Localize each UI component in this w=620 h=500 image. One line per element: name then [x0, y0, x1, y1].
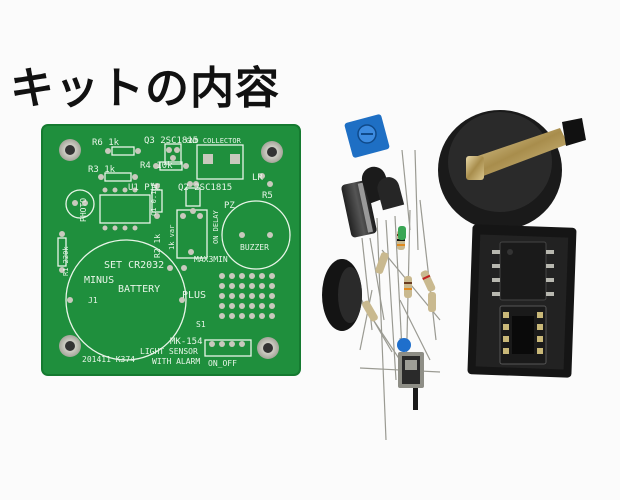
- transistor: [377, 177, 405, 211]
- label-lr: LR: [252, 173, 263, 183]
- page-title: キットの内容: [10, 63, 280, 114]
- trimmer-potentiometer: [344, 114, 390, 158]
- resistor: [375, 252, 389, 274]
- label-r5: R5: [262, 191, 273, 201]
- resistor: [428, 292, 436, 312]
- label-j1: J1: [88, 296, 98, 305]
- slide-switch: [398, 352, 424, 410]
- label-r6: R6 1k: [92, 138, 120, 148]
- label-plus: PLUS: [182, 290, 206, 301]
- component-leads: [349, 149, 441, 441]
- resistor: [420, 270, 436, 292]
- label-u1: U1 PIC: [128, 183, 161, 193]
- label-onoff: ON_OFF: [208, 359, 237, 368]
- label-buzzer: BUZZER: [240, 243, 269, 252]
- label-r2: R2 1k: [153, 234, 162, 258]
- silkscreen: [57, 143, 291, 361]
- label-vr: 1k var: [168, 225, 176, 250]
- coin-cell-holder: [438, 110, 586, 230]
- photo-sensor: [398, 226, 406, 240]
- label-minus: MINUS: [84, 275, 114, 286]
- label-date: 201411 K374: [82, 355, 135, 364]
- label-q2: Q2 2SC1815: [178, 183, 232, 193]
- label-alarm: WITH ALARM: [152, 357, 200, 366]
- label-max3min: MAX3MIN: [194, 255, 228, 264]
- label-on-delay: ON DELAY: [212, 209, 220, 244]
- label-battery: BATTERY: [118, 284, 160, 295]
- label-r3: R3 1k: [88, 165, 116, 175]
- label-s1: S1: [196, 320, 206, 329]
- piezo-buzzer: [322, 259, 362, 331]
- label-q3: Q3 2SC1815: [144, 136, 198, 146]
- resistor: [362, 300, 378, 322]
- mounting-hole: [257, 337, 279, 359]
- label-r1: R1 220k: [62, 246, 70, 276]
- ceramic-capacitor: [397, 338, 411, 352]
- mounting-hole: [261, 141, 283, 163]
- solder-pads: [59, 147, 273, 273]
- label-name: LIGHT SENSOR: [140, 347, 198, 356]
- label-pz: PZ: [224, 201, 235, 211]
- label-set: SET CR2032: [104, 260, 164, 271]
- label-photo: PHOTO: [79, 198, 88, 222]
- label-gnd: GND COLLECTOR: [186, 137, 242, 145]
- label-r4: R4 10k: [140, 161, 173, 171]
- mounting-hole: [59, 139, 81, 161]
- label-model: MK-154: [170, 337, 203, 347]
- label-c1: C1 0.1uF: [150, 182, 158, 216]
- resistor: [404, 276, 412, 298]
- ic-chip: [492, 241, 554, 301]
- ic-socket: [499, 305, 547, 365]
- pcb-board: R6 1k Q3 2SC1815 GND COLLECTOR R3 1k R4 …: [41, 124, 301, 376]
- mounting-hole: [59, 335, 81, 357]
- proto-grid: [67, 273, 275, 347]
